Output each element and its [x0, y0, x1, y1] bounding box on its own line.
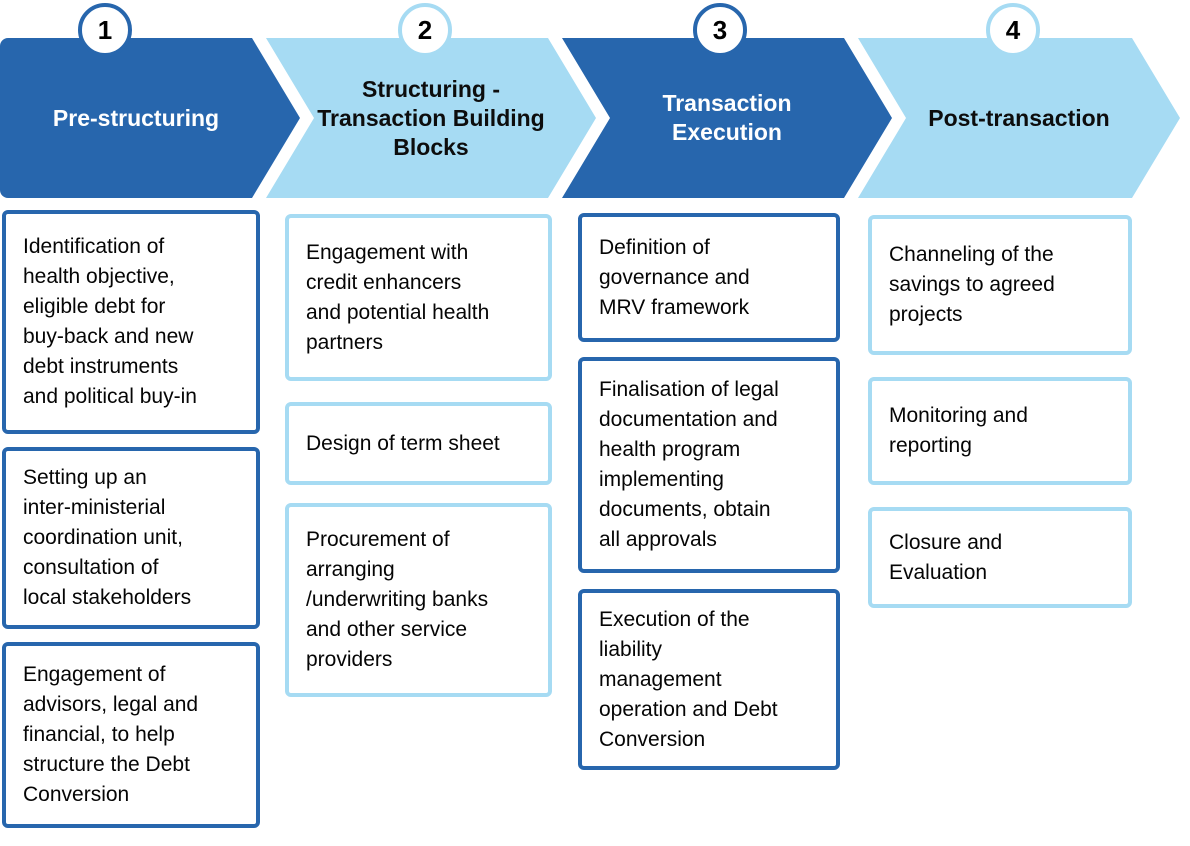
phase-number-badge-2: 2 — [398, 3, 452, 57]
task-card: Definition of governance and MRV framewo… — [578, 213, 840, 342]
phase-chevron-post-transaction: Post-transaction — [858, 38, 1180, 198]
phase-chevron-structuring: Structuring - Transaction Building Block… — [266, 38, 596, 198]
task-card: Identification of health objective, elig… — [2, 210, 260, 434]
task-card: Monitoring and reporting — [868, 377, 1132, 485]
task-card: Engagement with credit enhancers and pot… — [285, 214, 552, 381]
task-card: Channeling of the savings to agreed proj… — [868, 215, 1132, 355]
phase-number-badge-4: 4 — [986, 3, 1040, 57]
task-card: Design of term sheet — [285, 402, 552, 485]
phase-number-badge-3: 3 — [693, 3, 747, 57]
task-card: Procurement of arranging /underwriting b… — [285, 503, 552, 697]
task-card: Setting up an inter-ministerial coordina… — [2, 447, 260, 629]
phase-chevron-transaction-execution: Transaction Execution — [562, 38, 892, 198]
task-card: Engagement of advisors, legal and financ… — [2, 642, 260, 828]
task-card: Finalisation of legal documentation and … — [578, 357, 840, 573]
task-card: Closure and Evaluation — [868, 507, 1132, 608]
task-card: Execution of the liability management op… — [578, 589, 840, 770]
phase-number-badge-1: 1 — [78, 3, 132, 57]
phase-chevron-pre-structuring: Pre-structuring — [0, 38, 300, 198]
